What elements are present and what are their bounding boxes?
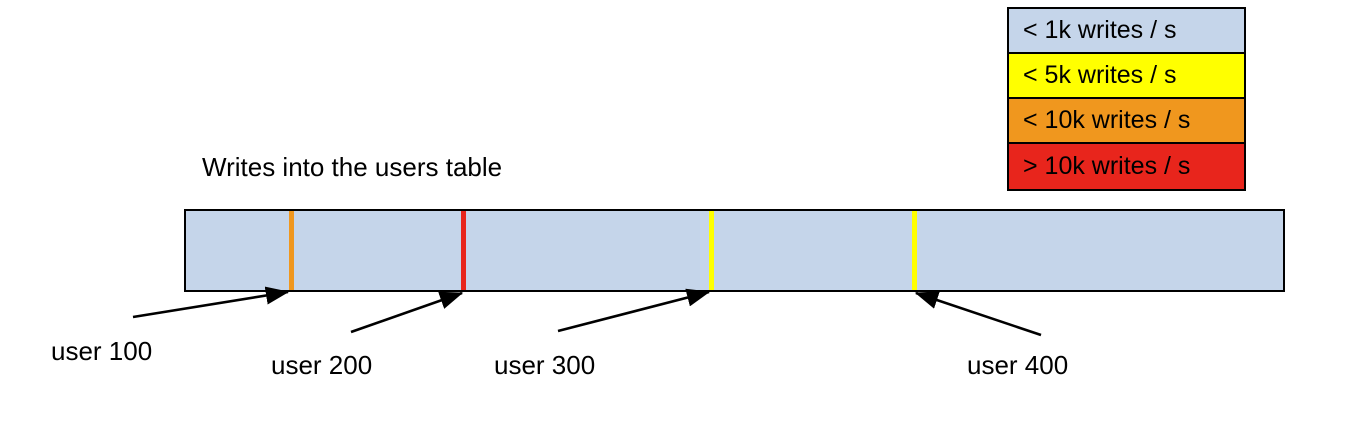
legend-row-under-1k: < 1k writes / s — [1009, 9, 1244, 54]
legend-row-under-10k: < 10k writes / s — [1009, 99, 1244, 144]
user-300-stripe — [709, 211, 714, 290]
user-200-stripe — [461, 211, 466, 290]
legend-label-over-10k: > 10k writes / s — [1023, 152, 1191, 180]
legend-label-under-10k: < 10k writes / s — [1023, 106, 1191, 134]
chart-title: Writes into the users table — [202, 152, 503, 182]
user-400-stripe — [912, 211, 917, 290]
users-table-bar-body — [184, 209, 1285, 292]
legend-label-under-5k: < 5k writes / s — [1023, 61, 1177, 89]
callout-user-400: user 400 — [967, 350, 1069, 380]
legend-label-under-1k: < 1k writes / s — [1023, 16, 1177, 44]
arrow-user-400 — [914, 291, 1042, 337]
callout-user-300: user 300 — [494, 350, 596, 380]
legend-row-under-5k: < 5k writes / s — [1009, 54, 1244, 99]
arrow-user-300 — [557, 288, 711, 333]
writes-per-second-legend: < 1k writes / s < 5k writes / s < 10k wr… — [1007, 7, 1246, 191]
callout-user-100: user 100 — [51, 336, 153, 366]
users-table-bar — [184, 209, 1285, 292]
user-100-stripe — [289, 211, 294, 290]
arrow-user-200 — [350, 291, 464, 334]
legend-row-over-10k: > 10k writes / s — [1009, 144, 1244, 189]
callout-user-200: user 200 — [271, 350, 373, 380]
arrow-user-100 — [132, 286, 290, 319]
